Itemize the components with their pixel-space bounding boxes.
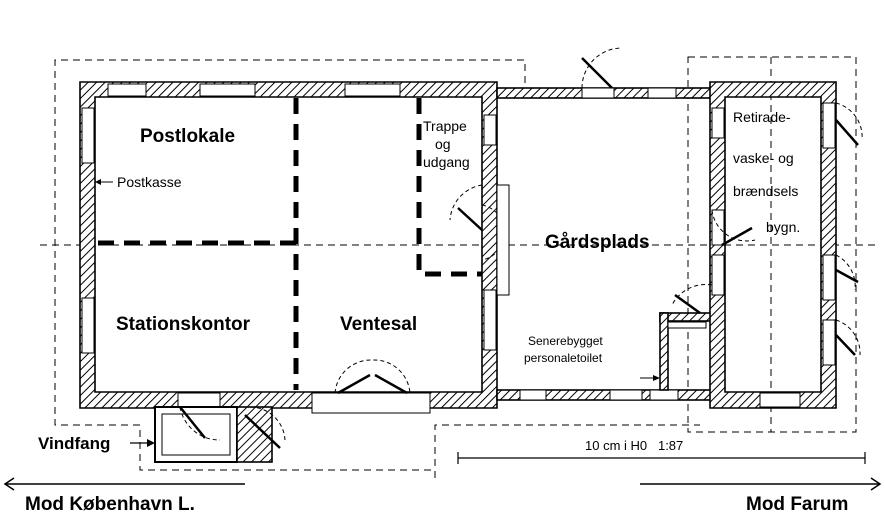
courtyard-walls: [496, 87, 713, 401]
scale-bar: [457, 452, 866, 464]
retirade-label-line2: vaske- og: [733, 150, 794, 166]
arrow-left-icon: [3, 477, 245, 491]
room-label-ventesal: Ventesal: [340, 314, 417, 335]
vindfang-label: Vindfang: [38, 434, 110, 453]
outbuilding: [709, 81, 837, 409]
arrow-right-icon: [640, 477, 882, 491]
room-label-postlokale: Postlokale: [140, 126, 235, 147]
retirade-label-line4: bygn.: [766, 219, 800, 235]
main-building: [79, 81, 498, 414]
trappe-label-line2: og: [435, 136, 451, 152]
direction-label-left: Mod København L.: [25, 494, 195, 515]
vindfang-arrowhead: [147, 439, 155, 447]
vestibule: [154, 406, 273, 463]
scale-label: 10 cm i H0 1:87: [585, 438, 683, 453]
room-label-gaardsplads: Gårdsplads: [545, 232, 650, 253]
retirade-label-line3: brændsels: [733, 183, 798, 199]
room-label-stationskontor: Stationskontor: [116, 314, 251, 335]
trappe-label-line1: Trappe: [423, 118, 467, 134]
door-swings: [179, 47, 863, 449]
toilet-arrowhead: [653, 375, 660, 381]
postkasse-label: Postkasse: [117, 174, 182, 190]
dashed-outline: [40, 56, 880, 478]
toilet-label-line2: personaletoilet: [524, 351, 603, 365]
trappe-label-line3: udgang: [423, 154, 470, 170]
direction-label-right: Mod Farum: [746, 494, 848, 515]
toilet-label-line1: Senerebygget: [528, 334, 603, 348]
retirade-label-line1: Retirade-: [733, 109, 791, 125]
internal-walls: [98, 98, 482, 390]
postkasse-arrowhead: [95, 179, 101, 185]
personnel-toilet: [659, 312, 713, 391]
